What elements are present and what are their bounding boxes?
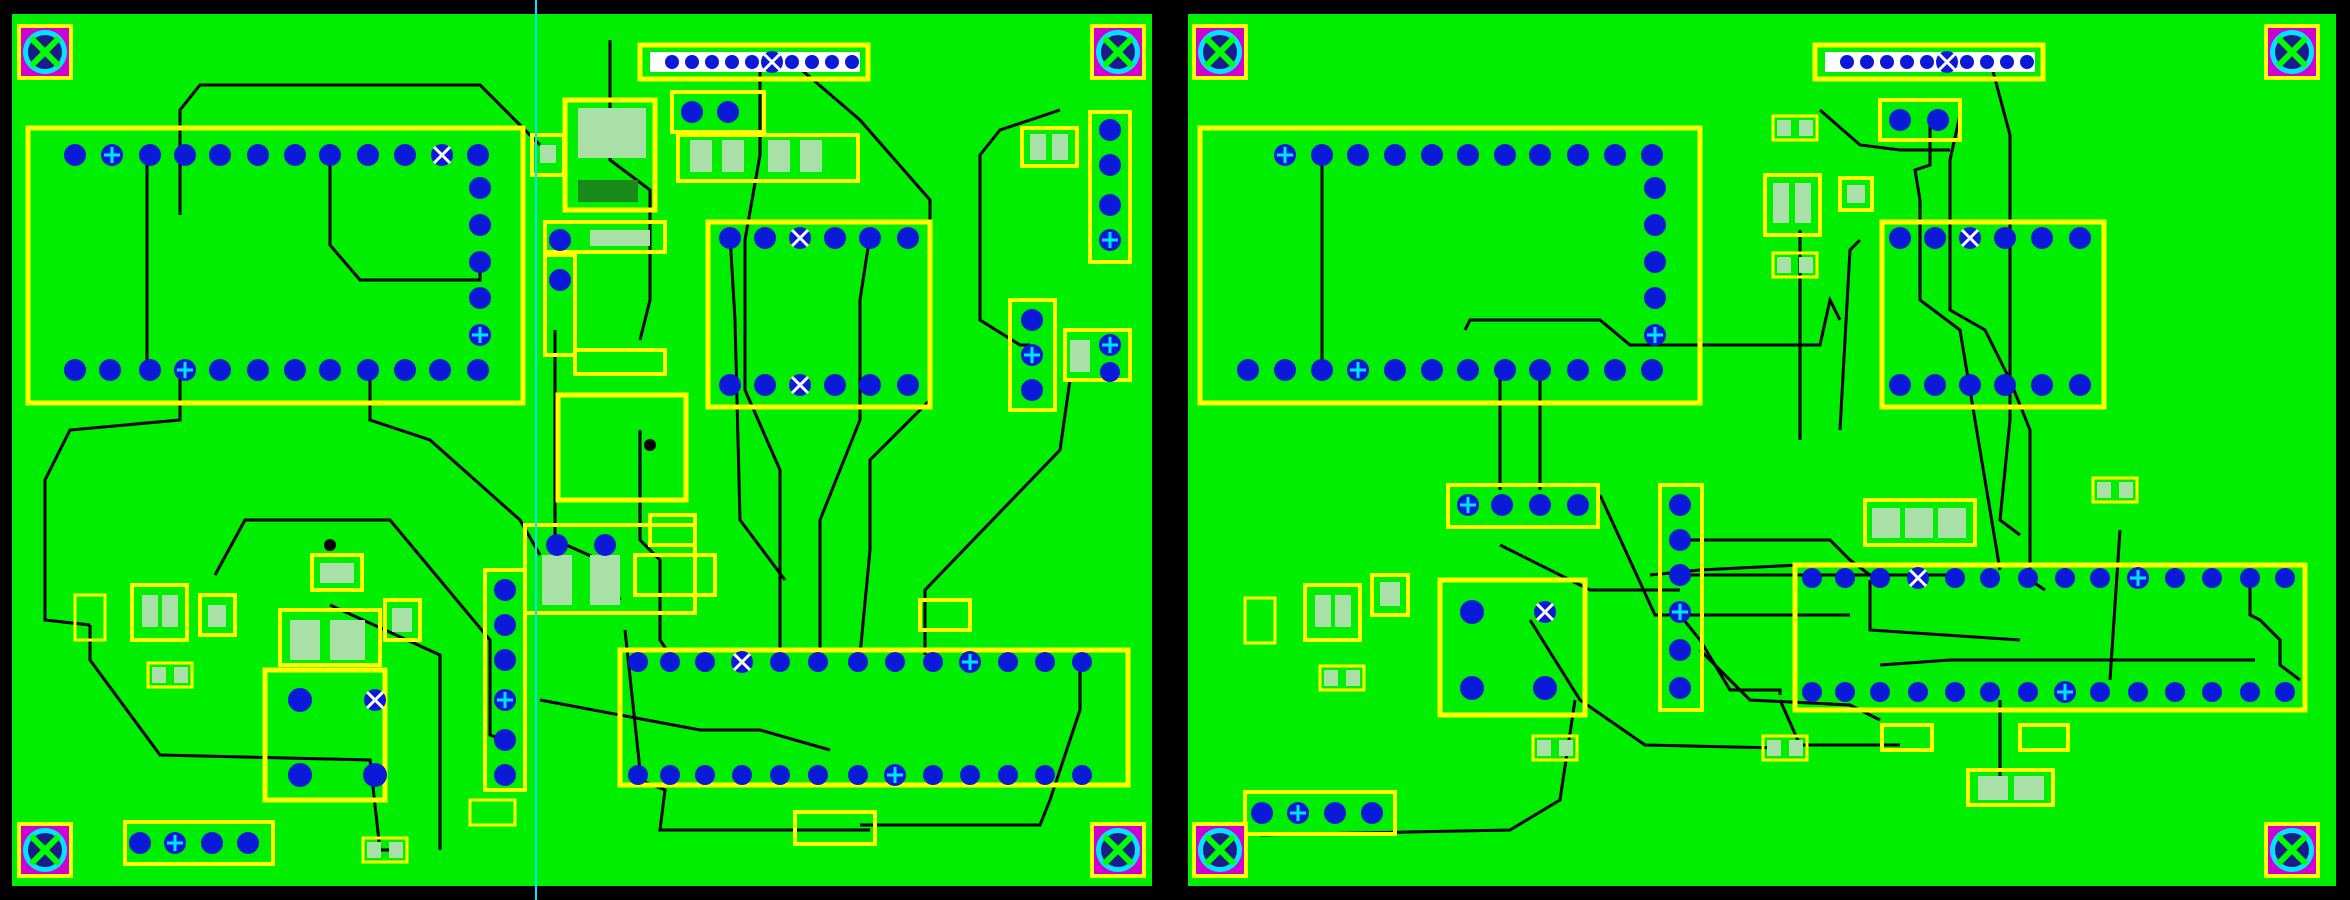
u1-top-pads (64, 144, 491, 381)
left-side-parts[interactable] (523, 220, 717, 615)
module-u3[interactable] (1197, 125, 1703, 406)
mount-hole-br-right (2264, 822, 2320, 878)
small-parts-top[interactable] (670, 90, 860, 183)
mount-hole-tr-right (2264, 24, 2320, 80)
small-parts-right-top[interactable] (1763, 98, 1962, 279)
connector-j7[interactable] (1243, 790, 1397, 836)
mount-hole-bl (17, 822, 73, 878)
mount-hole-br (1090, 822, 1146, 878)
mcu-footprint[interactable] (617, 598, 1131, 846)
header-connector-j4[interactable] (1812, 42, 2046, 82)
right-mid-parts[interactable] (1243, 476, 2139, 762)
mount-hole-tr (1090, 24, 1146, 80)
bottom-left-parts[interactable] (73, 539, 422, 866)
header-connector-j1[interactable] (637, 42, 871, 82)
panel-break-slots (1155, 40, 1187, 860)
left-board[interactable] (12, 14, 1152, 886)
board-substrate (12, 14, 1152, 886)
mount-hole-tl (17, 24, 73, 80)
mount-hole-bl-right (1192, 822, 1248, 878)
regulator-block[interactable] (530, 97, 658, 213)
mount-hole-tl-right (1192, 24, 1248, 80)
connector-j6[interactable] (1658, 483, 1704, 712)
mcu-footprint-right[interactable] (1792, 562, 2308, 807)
connector-j5[interactable] (1446, 483, 1600, 529)
ic-socket-u2[interactable] (705, 219, 933, 410)
connector-j2[interactable] (1020, 110, 1132, 264)
right-board[interactable] (1188, 14, 2336, 886)
ic-socket-u4[interactable] (1879, 219, 2107, 410)
small-parts-mid[interactable] (1008, 298, 1132, 412)
module-u1[interactable] (25, 125, 526, 406)
connector-j3[interactable] (468, 568, 527, 827)
